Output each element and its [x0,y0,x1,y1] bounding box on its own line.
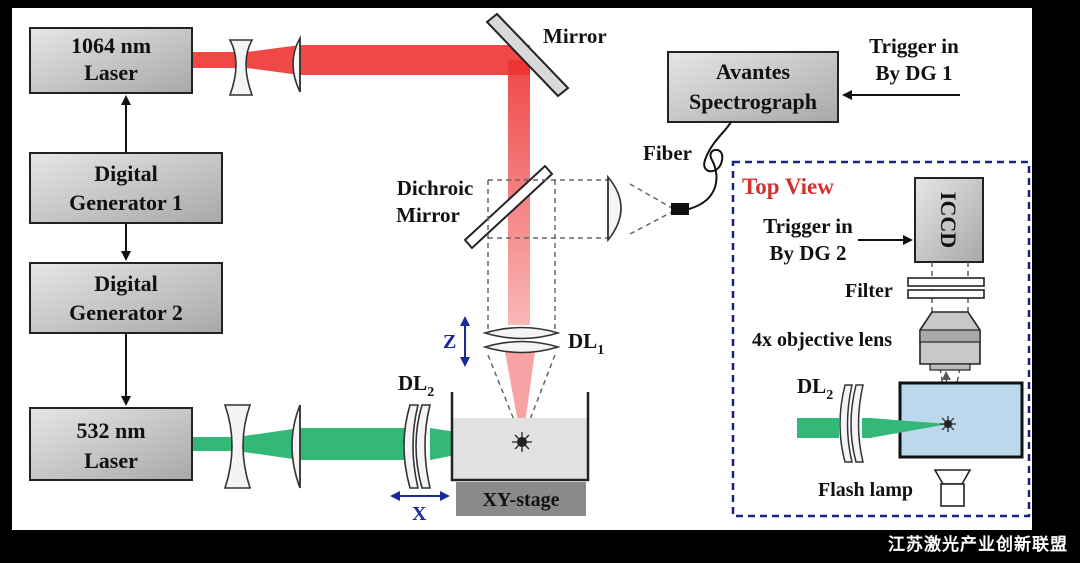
fiber-label: Fiber [643,141,692,165]
trigger-dg2-line2: By DG 2 [769,241,846,265]
top-view-title: Top View [742,174,834,199]
fiber-cable [688,119,733,210]
green-beam [192,428,522,460]
concave-lens-1064 [228,39,254,96]
dg1-line1: Digital [94,161,158,186]
top-view-dl2-label: DL2 [797,374,833,403]
fiber-connector [671,203,689,215]
z-axis-label: Z [443,331,456,353]
flash-lamp-label: Flash lamp [818,479,913,501]
top-view-green-beam [797,418,839,438]
ir-beam [192,45,535,444]
laser-1064-line2: Laser [84,60,138,85]
filter-label: Filter [845,280,893,302]
trigger-dg2-line1: Trigger in [763,214,853,238]
laser-1064-line1: 1064 nm [71,33,151,58]
spectrograph-line2: Spectrograph [689,89,817,114]
plasma-spark [512,432,532,452]
dg2-line1: Digital [94,271,158,296]
filter-plate-1 [907,277,985,287]
x-axis-label: X [412,503,427,525]
objective-label: 4x objective lens [752,329,892,351]
dg2-line2: Generator 2 [69,300,183,325]
sample-liquid [452,418,588,480]
laser-532-line2: Laser [84,448,138,473]
mirror-label: Mirror [543,24,607,48]
mirror [485,12,570,98]
concave-lens-532 [223,404,252,489]
spectrograph-box [667,51,839,123]
filter-plate-2 [907,289,985,299]
dichroic-label-line1: Dichroic [397,176,474,200]
dichroic-label-line2: Mirror [396,203,460,227]
dl1-lens [482,326,561,354]
sample-container [450,392,590,482]
digital-generator-2-box [29,262,223,334]
trigger-dg1-line2: By DG 1 [875,61,952,85]
spectrograph-line1: Avantes [716,59,791,84]
objective-lens [919,311,981,371]
top-view-cuvette [898,381,1024,459]
xy-stage-label: XY-stage [482,489,559,511]
dl2-lens [403,404,432,489]
top-view-frame [731,160,1031,518]
watermark: 江苏激光产业创新联盟 [888,535,1068,555]
dl2-label: DL2 [398,371,434,400]
xy-stage-box [456,482,586,516]
trigger-dg1-line1: Trigger in [869,34,959,58]
flash-lamp [933,469,972,507]
laser-532-line1: 532 nm [76,418,145,443]
digital-generator-1-box [29,152,223,224]
top-view-spark [940,416,956,432]
iccd-label: ICCD [936,192,961,248]
top-view-dl2-lens [839,384,864,463]
dg1-line2: Generator 1 [69,190,183,215]
iccd-box [914,177,984,263]
dl1-label: DL1 [568,329,604,358]
laser-532-box [29,407,193,481]
dichroic-mirror [463,164,554,250]
laser-1064-box [29,27,193,94]
